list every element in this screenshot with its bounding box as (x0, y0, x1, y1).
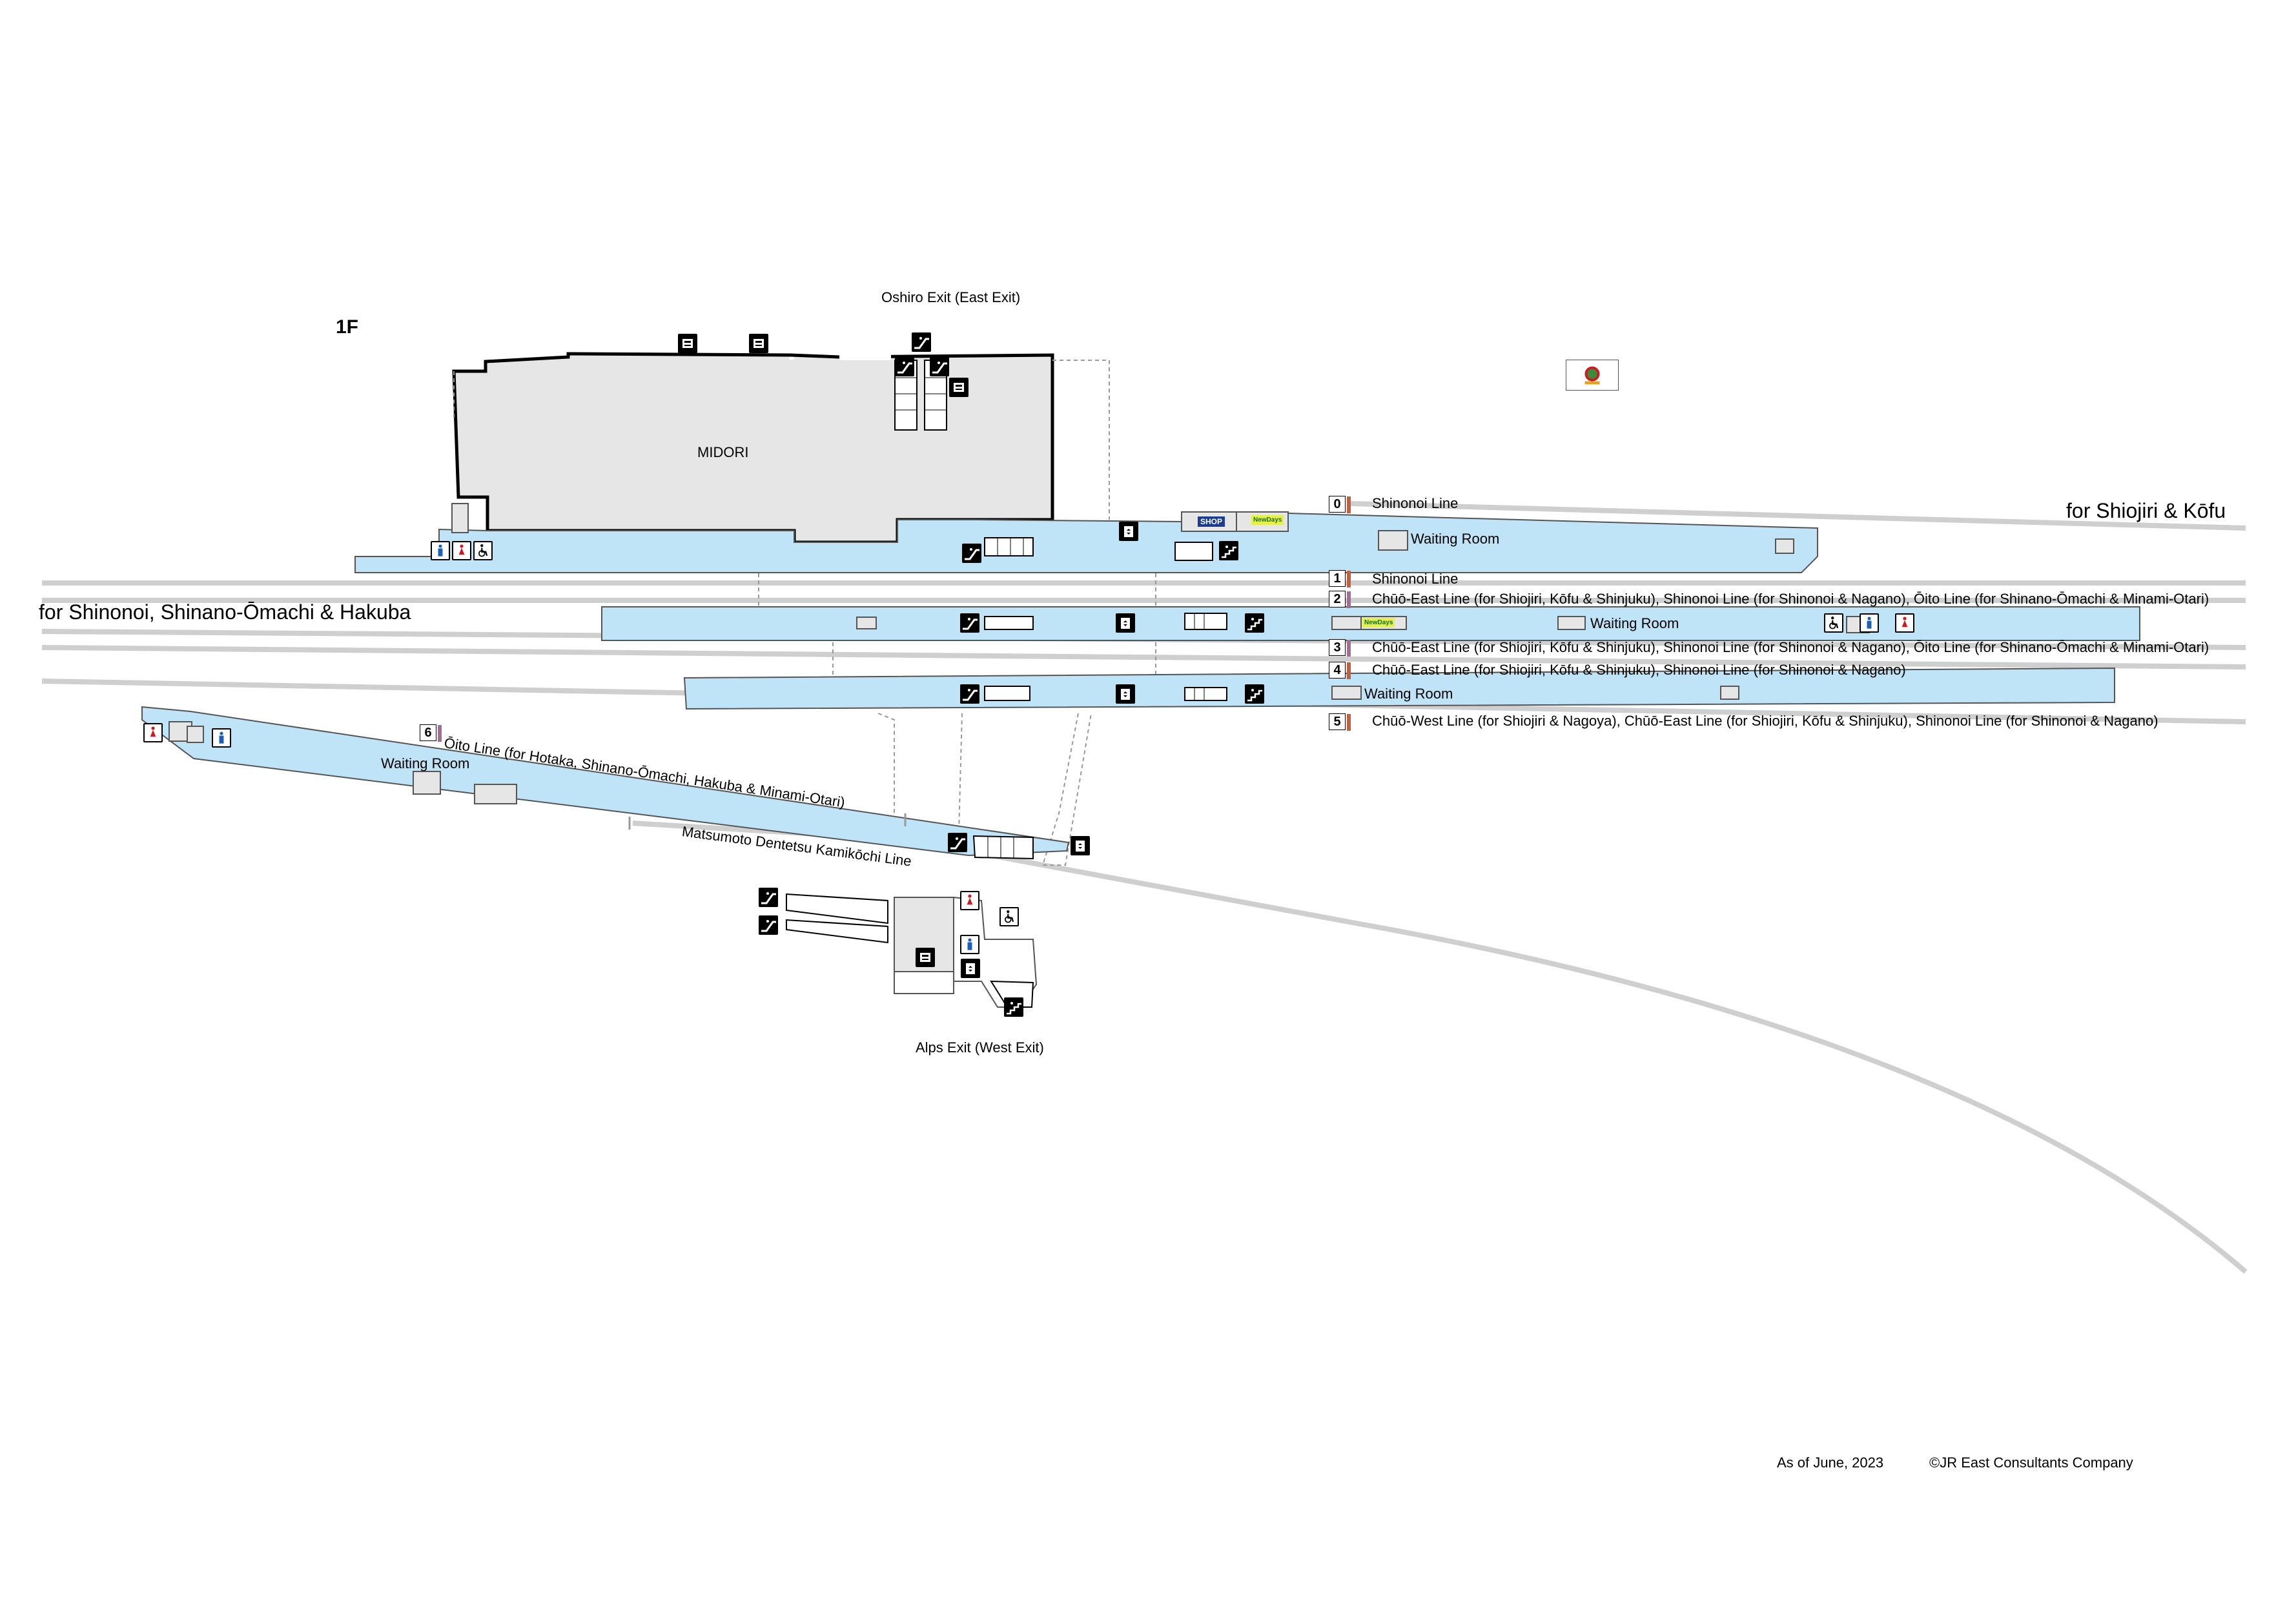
elevator-icon (961, 959, 980, 978)
platform-6 (141, 706, 1070, 857)
rail-kamikochi (632, 821, 2248, 1274)
track-number-3: 3 (1329, 639, 1351, 657)
direction-west: for Shinonoi, Shinano-Ōmachi & Hakuba (39, 600, 411, 624)
track-number-0: 0 (1329, 496, 1351, 513)
rail-track-0 (1349, 501, 2246, 531)
station-mascot-icon (1566, 360, 1619, 391)
men-toilet-icon (1860, 613, 1879, 633)
track-number-2: 2 (1329, 591, 1351, 608)
men-toilet-icon (960, 935, 979, 954)
newdays-badge-1: NewDays (1251, 515, 1284, 525)
track-label-4: Chūō-East Line (for Shiojiri, Kōfu & Shi… (1372, 662, 1906, 678)
west-stairs-1 (786, 893, 888, 924)
rail-track-4 (41, 645, 2246, 669)
escalator-icon (960, 684, 979, 704)
escalator-icon (895, 357, 914, 376)
west-stairs-2 (786, 919, 888, 944)
accessible-toilet-icon (473, 541, 493, 560)
escalator-icon (759, 888, 778, 907)
escalator-icon (962, 544, 981, 563)
escalator-icon (930, 357, 949, 376)
track-label-2: Chūō-East Line (for Shiojiri, Kōfu & Shi… (1372, 591, 2209, 607)
ticket-machine-icon (949, 378, 969, 397)
floor-label: 1F (336, 316, 359, 338)
stairs-icon (1004, 997, 1023, 1017)
track-number-4: 4 (1329, 662, 1351, 679)
stairs-p2b (1184, 613, 1227, 630)
accessible-toilet-icon (1824, 613, 1843, 633)
track-label-1: Shinonoi Line (1372, 571, 1459, 587)
track-number-5: 5 (1329, 713, 1351, 731)
building-label: MIDORI (697, 444, 749, 460)
elevator-icon (1116, 684, 1135, 704)
east-exit-label: Oshiro Exit (East Exit) (881, 289, 1021, 305)
stairs-icon (1245, 684, 1264, 704)
women-toilet-icon (1895, 613, 1914, 633)
ticket-machine-icon (916, 948, 935, 967)
stairs-p2 (984, 616, 1034, 630)
track-label-3: Chūō-East Line (for Shiojiri, Kōfu & Shi… (1372, 639, 2209, 655)
waiting-room-p6: Waiting Room (381, 755, 470, 771)
men-toilet-icon (431, 541, 450, 560)
escalator-icon (960, 613, 979, 633)
waiting-room-p4: Waiting Room (1364, 686, 1453, 702)
women-toilet-icon (452, 541, 471, 560)
elevator-icon (1071, 836, 1090, 855)
elevator-icon (1116, 613, 1135, 633)
track-number-6: 6 (420, 724, 442, 742)
direction-east: for Shiojiri & Kōfu (2066, 499, 2226, 522)
men-toilet-icon (212, 728, 231, 748)
stairs-p4 (984, 686, 1030, 701)
ticket-machine-icon (678, 334, 697, 353)
stairs-p1 (984, 537, 1034, 556)
waiting-room-p0: Waiting Room (1411, 531, 1500, 547)
platform-4-5 (683, 667, 2115, 710)
escalator-icon (948, 833, 967, 852)
women-toilet-icon (143, 723, 163, 742)
stairs-p1b (1174, 542, 1213, 561)
stairs-icon (1245, 613, 1264, 633)
accessible-toilet-icon (999, 907, 1019, 926)
escalator-icon (912, 332, 931, 352)
platform-0-1 (354, 511, 1818, 573)
track-number-1: 1 (1329, 570, 1351, 587)
stairs-p4b (1184, 687, 1227, 701)
escalator-icon (759, 915, 778, 935)
ticket-machine-icon (749, 334, 768, 353)
track-label-0: Shinonoi Line (1372, 495, 1459, 511)
elevator-icon (1119, 522, 1138, 541)
track-label-5: Chūō-West Line (for Shiojiri & Nagoya), … (1372, 713, 2158, 729)
dashed-outlines (453, 360, 1156, 866)
stairs-p6 (972, 835, 1034, 860)
footer-copyright: ©JR East Consultants Company (1929, 1455, 2133, 1471)
west-exit-label: Alps Exit (West Exit) (916, 1039, 1044, 1056)
waiting-room-p2: Waiting Room (1590, 615, 1679, 631)
stairs-icon (1219, 541, 1238, 560)
building-entrance (839, 354, 891, 360)
shop-badge: SHOP (1198, 516, 1225, 527)
women-toilet-icon (960, 891, 979, 910)
newdays-badge-2: NewDays (1362, 618, 1395, 628)
footer-date: As of June, 2023 (1777, 1455, 1884, 1471)
